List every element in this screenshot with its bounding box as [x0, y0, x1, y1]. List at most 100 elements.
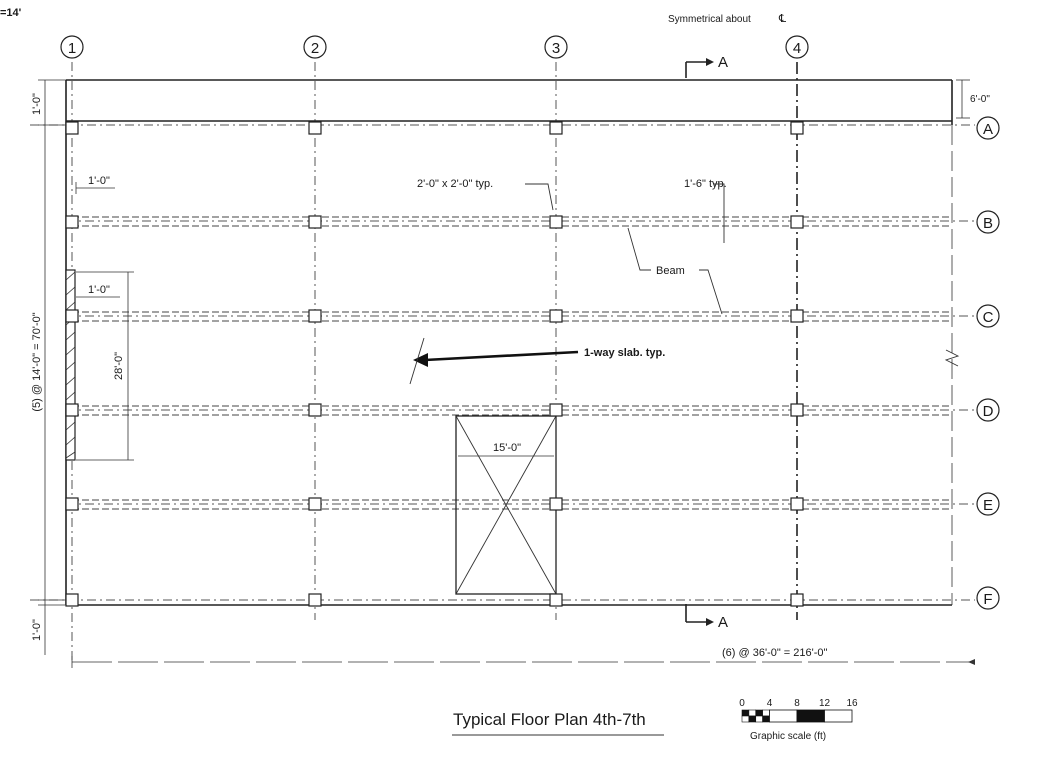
symmetry-note: Symmetrical about	[668, 14, 751, 25]
scale-segment	[769, 709, 798, 723]
shear-wall	[65, 269, 76, 461]
slab-note: 1-way slab. typ.	[584, 347, 665, 359]
beam-width-leader	[714, 183, 725, 243]
column-bubble-4: 4	[785, 35, 809, 59]
scale-tick-label: 4	[767, 698, 773, 709]
row-bubble-b: B	[976, 210, 1000, 234]
section-mark-top: A	[685, 54, 728, 78]
column-size-leader	[525, 183, 554, 211]
edge-offset-dim-1: 1'-0"	[88, 175, 110, 187]
beams	[72, 216, 952, 510]
svg-text:4: 4	[793, 40, 801, 57]
column-D2	[308, 403, 322, 417]
opening-width-dim: 15'-0"	[493, 442, 521, 454]
scale-tick-label: 8	[794, 698, 800, 709]
column-B2	[308, 215, 322, 229]
beam-width-note: 1'-6" typ.	[684, 178, 727, 190]
scale-caption: Graphic scale (ft)	[750, 731, 826, 742]
column-B1	[65, 215, 79, 229]
column-F3	[549, 593, 563, 607]
corner-label: =14'	[0, 7, 22, 19]
scale-segment	[824, 709, 853, 723]
column-D3	[549, 403, 563, 417]
column-A1	[65, 121, 79, 135]
column-bubble-3: 3	[544, 35, 568, 59]
scale-cell	[762, 709, 770, 717]
column-C1	[65, 309, 79, 323]
svg-text:3: 3	[552, 40, 560, 57]
column-D1	[65, 403, 79, 417]
column-size-note: 2'-0" x 2'-0" typ.	[417, 178, 493, 190]
column-E4	[790, 497, 804, 511]
svg-text:A: A	[718, 614, 728, 631]
vertical-total-dim: (5) @ 14'-0" = 70'-0"	[31, 312, 43, 411]
slab-arrow	[424, 350, 579, 362]
column-C3	[549, 309, 563, 323]
row-bubble-f: F	[976, 586, 1000, 610]
horizontal-total-dim: (6) @ 36'-0" = 216'-0"	[722, 647, 828, 659]
edge-offset-dimension-1	[75, 182, 115, 194]
columns	[65, 121, 804, 607]
edge-offset-dim-2: 1'-0"	[88, 284, 110, 296]
beam-leader-1	[627, 227, 651, 271]
row-bubble-d: D	[976, 398, 1000, 422]
row-bubble-a: A	[976, 116, 1000, 140]
column-A2	[308, 121, 322, 135]
column-F1	[65, 593, 79, 607]
top-overhang-dim: 1'-0"	[31, 93, 43, 115]
right-top-dimension	[956, 79, 970, 119]
row-bubble-c: C	[976, 304, 1000, 328]
svg-text:D: D	[983, 403, 994, 420]
svg-text:A: A	[983, 121, 993, 138]
column-bubble-2: 2	[303, 35, 327, 59]
scale-tick-label: 16	[846, 698, 858, 709]
svg-text:F: F	[983, 591, 992, 608]
beam-leader-2	[699, 269, 723, 315]
svg-text:A: A	[718, 54, 728, 71]
bottom-dimension	[71, 656, 975, 668]
slab-arrow-head	[413, 353, 428, 367]
column-E3	[549, 497, 563, 511]
column-bubble-1: 1	[60, 35, 84, 59]
slab-span-tick	[409, 337, 425, 385]
column-F2	[308, 593, 322, 607]
svg-text:2: 2	[311, 40, 319, 57]
column-C4	[790, 309, 804, 323]
column-B4	[790, 215, 804, 229]
bottom-overhang-dim: 1'-0"	[31, 619, 43, 641]
wall-length-dim: 28'-0"	[113, 352, 125, 380]
scale-cell	[755, 715, 763, 723]
drawing-title: Typical Floor Plan 4th-7th	[453, 710, 646, 729]
column-B3	[549, 215, 563, 229]
scale-segment	[796, 709, 825, 723]
scale-tick-label: 12	[819, 698, 831, 709]
beam-note: Beam	[656, 265, 685, 277]
centerline-symbol: ℄	[778, 13, 786, 25]
column-A4	[790, 121, 804, 135]
scale-cell	[748, 709, 757, 717]
column-E1	[65, 497, 79, 511]
wall-dimension	[76, 271, 134, 461]
column-E2	[308, 497, 322, 511]
graphic-scale: 0 4 8 12 16	[739, 698, 858, 723]
scale-cell	[741, 715, 750, 723]
scale-cell	[755, 709, 763, 717]
column-F4	[790, 593, 804, 607]
section-mark-bottom: A	[685, 604, 728, 631]
scale-cell	[748, 715, 757, 723]
svg-text:C: C	[983, 309, 994, 326]
svg-text:E: E	[983, 497, 993, 514]
scale-cell	[741, 709, 750, 717]
column-A3	[549, 121, 563, 135]
scale-cell	[762, 715, 770, 723]
svg-text:B: B	[983, 215, 993, 232]
svg-text:1: 1	[68, 40, 76, 57]
break-symbol	[944, 349, 960, 367]
row-bubble-e: E	[976, 492, 1000, 516]
column-C2	[308, 309, 322, 323]
left-dimension-chain	[38, 79, 66, 655]
column-D4	[790, 403, 804, 417]
scale-tick-label: 0	[739, 698, 745, 709]
